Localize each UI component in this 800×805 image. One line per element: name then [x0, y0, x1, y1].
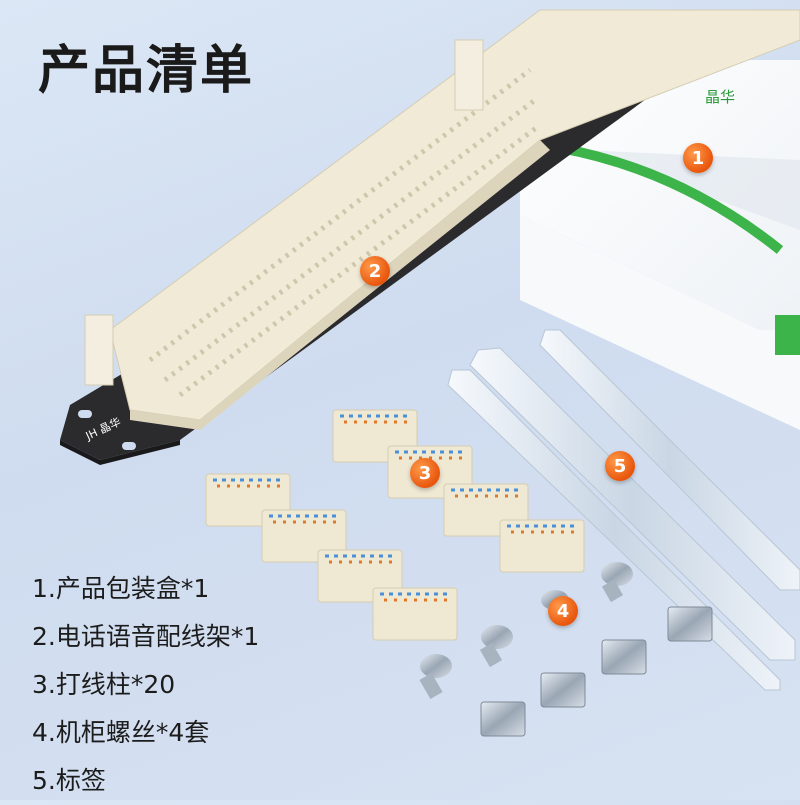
badge-1: 1 [683, 143, 713, 173]
badge-3: 3 [410, 458, 440, 488]
page-title: 产品清单 [38, 41, 255, 101]
badge-2: 2 [360, 256, 390, 286]
terminal-block-wires [213, 414, 577, 602]
box-brand-label: 晶华 [705, 88, 735, 106]
badge-4: 4 [548, 596, 578, 626]
list-item: 4.机柜螺丝*4套 [32, 718, 210, 747]
list-item: 1.产品包装盒*1 [32, 574, 210, 603]
list-item: 3.打线柱*20 [32, 670, 176, 699]
list-item: 2.电话语音配线架*1 [32, 622, 260, 651]
cage-nut-icon [480, 606, 713, 737]
list-item: 5.标签 [32, 766, 106, 795]
contents-list: 1.产品包装盒*1 2.电话语音配线架*1 3.打线柱*20 4.机柜螺丝*4套… [32, 565, 259, 805]
patch-panel-icon: JH 晶华 [60, 9, 800, 465]
screw-icon [419, 562, 633, 700]
badge-5: 5 [605, 451, 635, 481]
